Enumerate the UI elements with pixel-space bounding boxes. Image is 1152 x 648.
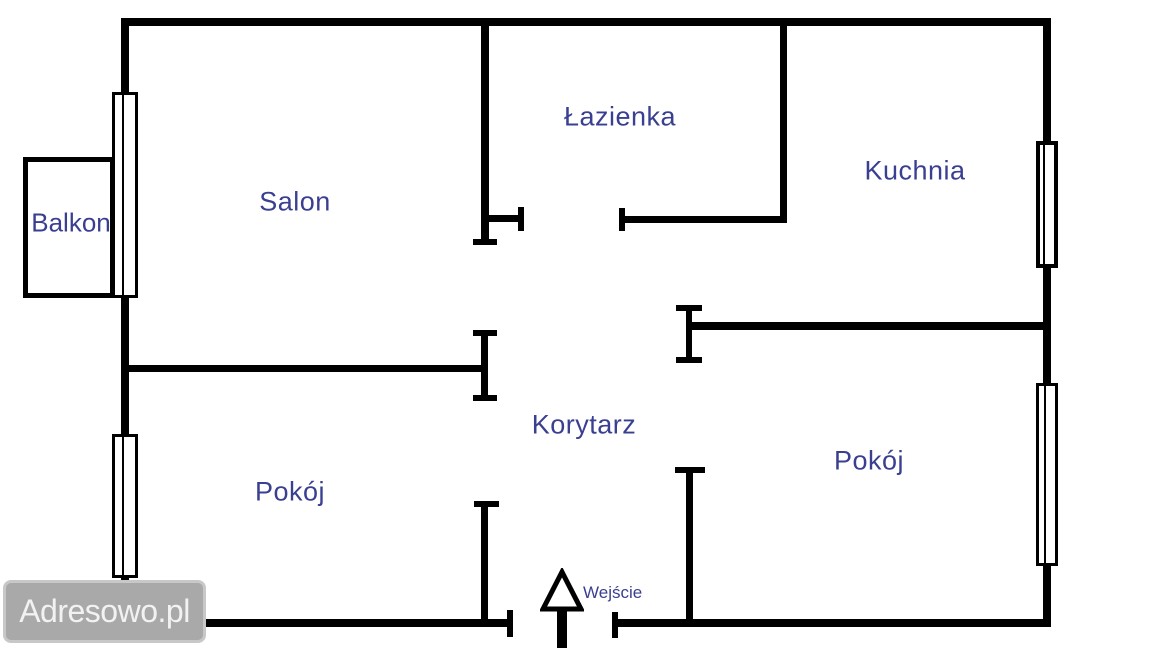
wall-bottom-right-segment [612,619,1051,627]
room-label-lazienka: Łazienka [563,101,677,132]
window-icon-left-top [112,92,138,298]
window-icon-left-bottom [112,434,138,578]
room-label-pokoj-left: Pokój [254,476,326,507]
salon-bottom-wall [125,365,485,372]
salon-door-post [481,334,488,398]
window-pane-line [1043,145,1045,264]
window-pane-line [122,437,124,575]
hallway-room-wall [686,473,693,619]
hallway-left-wall-cap [474,501,499,507]
kitchen-door-post-cap-bottom [676,357,702,363]
bathroom-door-stub [489,215,523,222]
room-label-kuchnia: Kuchnia [864,155,966,186]
bathroom-door-jamb-right [619,208,625,231]
entrance-label: Wejście [583,583,643,602]
balcony-outline [23,157,115,298]
bathroom-door-jamb-left [518,207,524,231]
hallway-left-wall [481,507,488,619]
wall-top [121,18,1051,26]
room-label-pokoj-right: Pokój [833,445,905,476]
window-icon-right-top [1036,141,1058,268]
window-icon-right-bottom [1036,383,1058,566]
kitchen-room-wall [690,322,1043,330]
bathroom-right-wall [780,18,787,223]
watermark-text: Adresowo.pl [19,593,190,629]
entrance-arrow-icon [538,566,586,648]
bathroom-left-wall [481,18,489,240]
kitchen-door-post [686,311,692,358]
wall-bottom-left-segment [121,619,513,627]
bathroom-left-wall-cap [473,239,497,245]
entrance-jamb-right [612,612,618,638]
entrance-jamb-left [507,610,513,637]
window-pane-line [1044,386,1046,563]
kitchen-door-post-cap-top [676,305,702,311]
hallway-room-wall-cap [675,467,705,473]
salon-door-post-cap-top [473,330,497,336]
wall-right [1043,18,1051,627]
window-pane-line [122,95,124,295]
watermark-badge: Adresowo.pl [3,580,206,643]
bathroom-bottom-wall [625,216,787,223]
room-label-korytarz: Korytarz [531,409,637,440]
room-label-balkon: Balkon [31,207,111,238]
wall-left [121,18,129,627]
salon-door-post-cap-bottom [473,395,497,401]
room-label-salon: Salon [259,186,331,217]
